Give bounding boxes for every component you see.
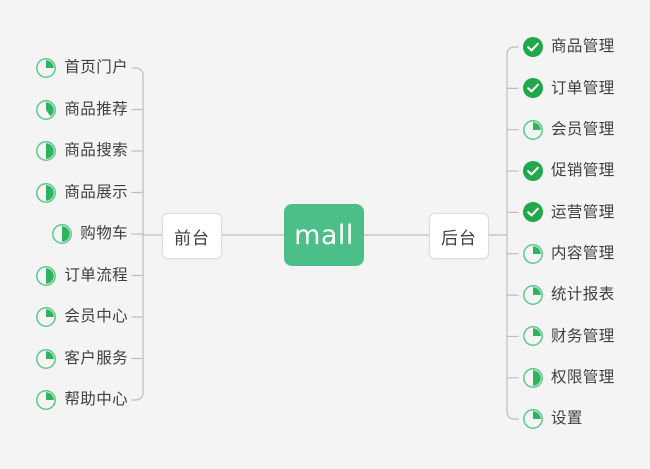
leaf-node[interactable]: 订单流程 — [35, 263, 128, 289]
leaf-node-label: 权限管理 — [551, 368, 615, 387]
leaf-node[interactable]: 财务管理 — [522, 323, 615, 349]
leaf-node[interactable]: 促销管理 — [522, 158, 615, 184]
leaf-node[interactable]: 客户服务 — [35, 346, 128, 372]
pie-quarter-icon — [35, 306, 57, 328]
leaf-node[interactable]: 设置 — [522, 406, 583, 432]
leaf-node-label: 内容管理 — [551, 244, 615, 262]
leaf-node[interactable]: 统计报表 — [522, 282, 615, 308]
pie-icon — [35, 99, 57, 121]
pie-quarter-icon — [35, 57, 57, 79]
check-circle-icon — [522, 160, 544, 182]
check-circle-icon — [522, 77, 544, 99]
leaf-node-label: 会员管理 — [551, 119, 615, 138]
leaf-node[interactable]: 订单管理 — [522, 75, 615, 101]
leaf-node[interactable]: 首页门户 — [35, 55, 128, 81]
branch-node-backend[interactable]: 后台 — [429, 213, 489, 259]
leaf-node-label: 财务管理 — [551, 326, 615, 345]
leaf-node[interactable]: 购物车 — [51, 221, 128, 247]
leaf-node[interactable]: 商品推荐 — [35, 97, 128, 123]
pie-quarter-icon — [522, 284, 544, 306]
pie-half-icon — [51, 223, 73, 245]
leaf-node-label: 订单流程 — [64, 265, 128, 284]
pie-quarter-icon — [522, 119, 544, 141]
leaf-node[interactable]: 帮助中心 — [35, 387, 128, 413]
leaf-node-label: 商品搜索 — [64, 141, 128, 160]
leaf-node-label: 会员中心 — [64, 307, 128, 326]
check-circle-icon — [522, 201, 544, 223]
pie-half-icon — [35, 140, 57, 162]
leaf-node[interactable]: 运营管理 — [522, 199, 615, 225]
leaf-node-label: 促销管理 — [551, 161, 615, 180]
pie-quarter-icon — [522, 243, 544, 265]
leaf-node-label: 购物车 — [80, 224, 128, 243]
leaf-node-label: 统计报表 — [551, 285, 615, 304]
leaf-node-label: 首页门户 — [64, 58, 128, 77]
leaf-node-label: 商品管理 — [551, 37, 615, 56]
leaf-node-label: 设置 — [551, 409, 583, 428]
pie-quarter-icon — [522, 325, 544, 347]
branch-node-label: 后台 — [441, 228, 477, 249]
leaf-node-label: 客户服务 — [64, 348, 128, 367]
leaf-node[interactable]: 会员管理 — [522, 117, 615, 143]
pie-half-icon — [35, 182, 57, 204]
leaf-node-label: 商品展示 — [64, 182, 128, 201]
root-node[interactable]: mall — [284, 204, 364, 266]
leaf-node[interactable]: 权限管理 — [522, 365, 615, 391]
leaf-node[interactable]: 商品搜索 — [35, 138, 128, 164]
leaf-node-label: 运营管理 — [551, 202, 615, 221]
root-node-label: mall — [294, 219, 354, 251]
leaf-node-label: 商品推荐 — [64, 99, 128, 118]
leaf-node-label: 订单管理 — [551, 78, 615, 97]
branch-node-frontend[interactable]: 前台 — [162, 213, 222, 259]
leaf-node[interactable]: 商品管理 — [522, 34, 615, 60]
leaf-node[interactable]: 会员中心 — [35, 304, 128, 330]
pie-half-icon — [522, 367, 544, 389]
leaf-node[interactable]: 内容管理 — [522, 241, 615, 267]
check-circle-icon — [522, 36, 544, 58]
pie-quarter-icon — [35, 348, 57, 370]
pie-quarter-icon — [522, 408, 544, 430]
pie-half-icon — [35, 265, 57, 287]
branch-node-label: 前台 — [174, 228, 210, 249]
pie-quarter-icon — [35, 389, 57, 411]
leaf-node-label: 帮助中心 — [64, 390, 128, 409]
leaf-node[interactable]: 商品展示 — [35, 180, 128, 206]
